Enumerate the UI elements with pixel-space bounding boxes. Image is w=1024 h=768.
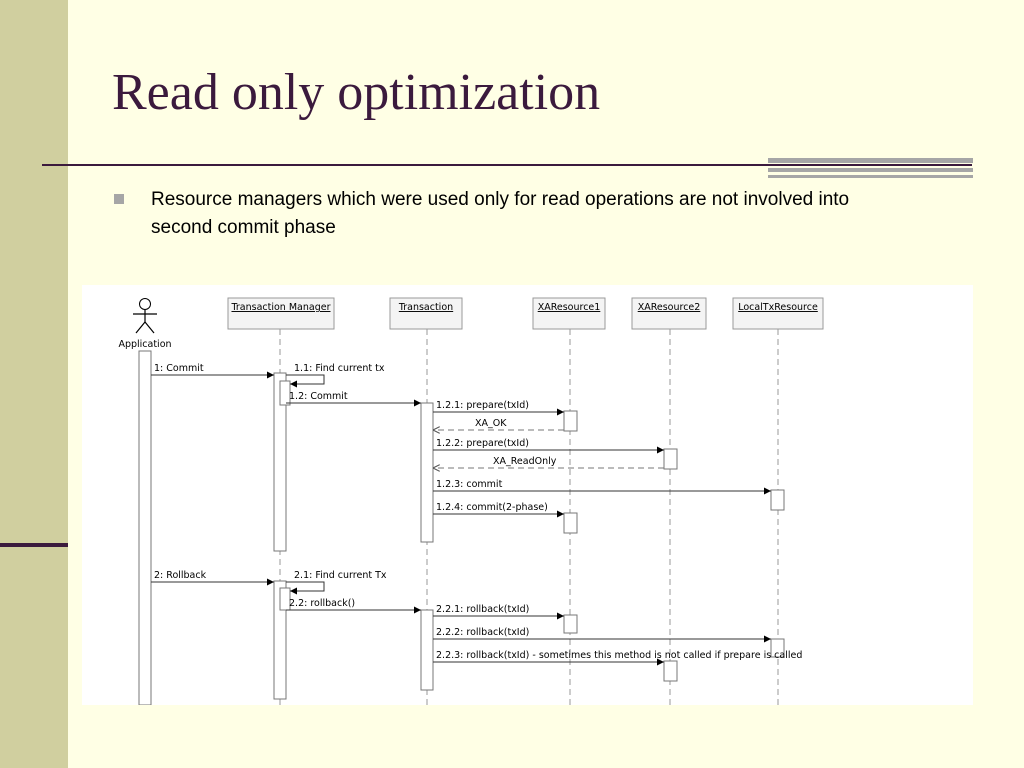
activation-bars <box>138 350 785 705</box>
activation-xa2-1 <box>663 448 678 470</box>
message-label: 1.2: Commit <box>289 391 348 402</box>
title-underline <box>42 164 972 166</box>
decorative-bar <box>768 175 973 178</box>
lifeline-label: XAResource1 <box>538 302 601 313</box>
message-label: 2: Rollback <box>154 570 207 581</box>
lifeline-box <box>532 297 606 330</box>
message-self-arrow <box>286 581 325 595</box>
message-label: 2.2.3: rollback(txId) - sometimes this m… <box>436 650 802 661</box>
sidebar-accent-line <box>0 543 68 547</box>
actor-leg <box>144 321 155 334</box>
activation-tx-1 <box>420 402 434 543</box>
activation-local-2 <box>770 638 785 658</box>
lifeline-label: Transaction Manager <box>230 302 330 313</box>
lifeline-label: Transaction <box>398 302 453 313</box>
activation-xa2-2 <box>663 660 678 682</box>
bullet-text: Resource managers which were used only f… <box>151 189 850 238</box>
activation-xa1-2 <box>563 512 578 534</box>
lifeline-label: XAResource2 <box>638 302 701 313</box>
activation-xa1-3 <box>563 614 578 634</box>
message-label: 1: Commit <box>154 363 204 374</box>
message-label: 2.1: Find current Tx <box>294 570 387 581</box>
actor-head-icon <box>139 298 151 310</box>
activation-tm-1 <box>273 372 287 552</box>
activation-tm-self-2 <box>279 587 291 611</box>
lifeline-label: LocalTxResource <box>738 302 818 313</box>
sequence-diagram: Application Transaction Manager Transact… <box>82 285 973 705</box>
lifeline-header-xaresource2: XAResource2 <box>631 297 707 330</box>
message-label: 1.2.2: prepare(txId) <box>436 438 529 449</box>
message-label: 2.2.1: rollback(txId) <box>436 604 529 615</box>
return-label: XA_OK <box>475 418 507 429</box>
activation-application <box>138 350 152 705</box>
messages-rollback <box>151 578 771 666</box>
lifeline-box <box>227 297 335 330</box>
lifeline-box <box>631 297 707 330</box>
return-label: XA_ReadOnly <box>493 456 557 467</box>
message-label: 2.2.2: rollback(txId) <box>436 627 529 638</box>
decorative-bar <box>768 158 973 163</box>
lifeline-header-transaction-manager: Transaction Manager <box>227 297 335 330</box>
message-self-arrow <box>286 374 325 388</box>
decorative-bar <box>768 168 973 172</box>
activation-local-1 <box>770 489 785 511</box>
lifeline-header-localtxresource: LocalTxResource <box>732 297 824 330</box>
message-label: 1.2.1: prepare(txId) <box>436 400 529 411</box>
square-bullet-icon <box>114 194 124 204</box>
sequence-diagram-svg: Application Transaction Manager Transact… <box>118 297 824 705</box>
activation-tx-2 <box>420 609 434 691</box>
decorative-bars <box>768 158 973 180</box>
lifelines <box>279 329 779 705</box>
lifeline-box <box>389 297 463 330</box>
slide-title: Read only optimization <box>112 64 601 121</box>
activation-tm-self-1 <box>279 380 291 406</box>
actor-application: Application <box>118 298 172 350</box>
message-label: 1.1: Find current tx <box>294 363 385 374</box>
lifeline-header-transaction: Transaction <box>389 297 463 330</box>
lifeline-header-xaresource1: XAResource1 <box>532 297 606 330</box>
activation-xa1-1 <box>563 410 578 432</box>
message-label: 1.2.3: commit <box>436 479 503 490</box>
actor-label: Application <box>118 339 171 350</box>
actor-leg <box>135 321 146 334</box>
message-label: 2.2: rollback() <box>289 598 355 609</box>
lifeline-box <box>732 297 824 330</box>
sidebar-band <box>0 0 68 768</box>
messages-commit <box>151 371 771 518</box>
message-label: 1.2.4: commit(2-phase) <box>436 502 548 513</box>
